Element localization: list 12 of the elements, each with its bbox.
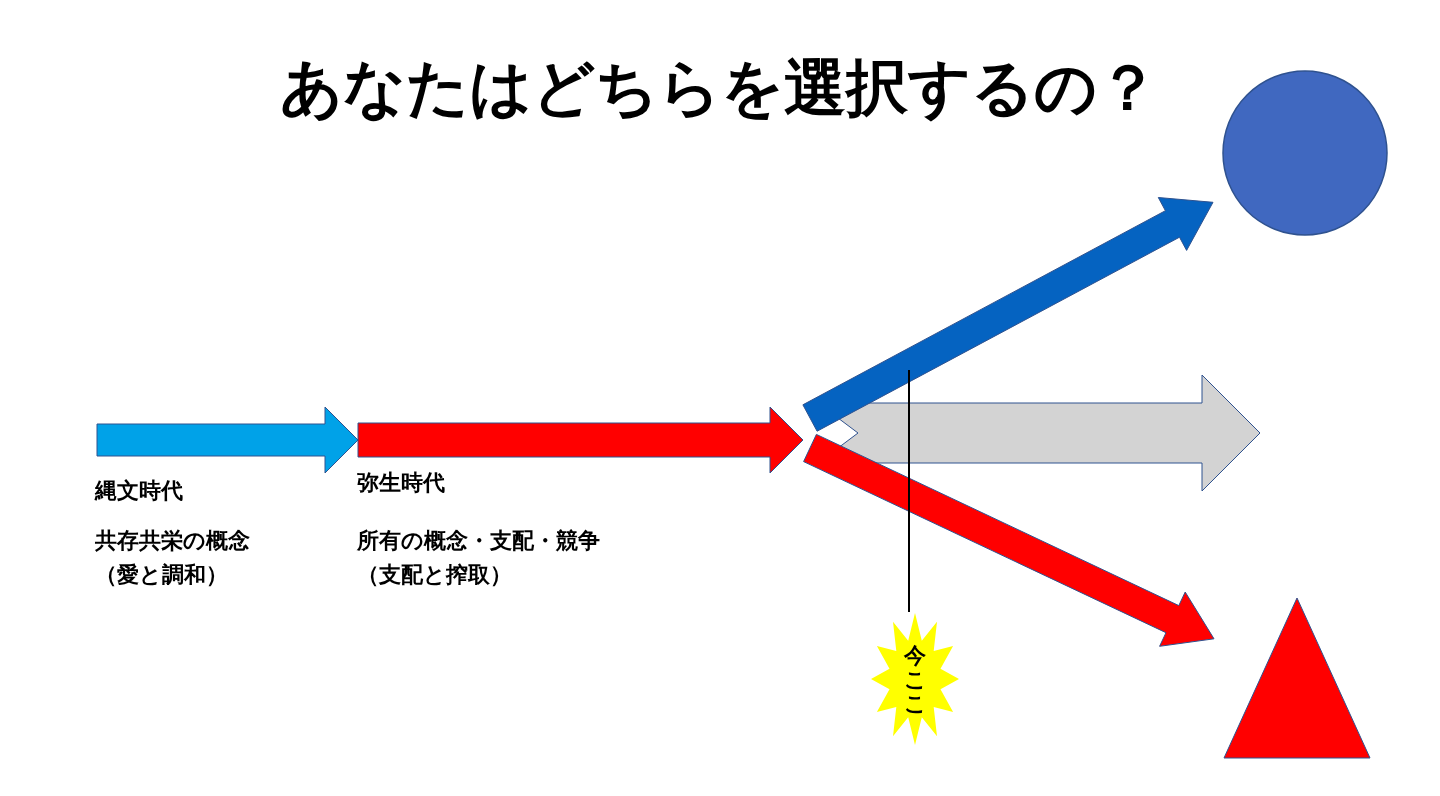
period-label: 弥生時代 <box>357 469 446 497</box>
block-arrow <box>803 433 1215 647</box>
description-text: 共存共栄の概念（愛と調和） <box>95 527 251 589</box>
burst-shape <box>870 612 960 746</box>
block-arrow <box>802 197 1214 432</box>
triangle-shape <box>1222 596 1372 760</box>
description-text: 所有の概念・支配・競争（支配と搾取） <box>357 527 601 589</box>
title: あなたはどちらを選択するの？ <box>280 50 1159 126</box>
period-label: 縄文時代 <box>95 477 184 505</box>
circle-shape <box>1221 69 1389 237</box>
leader-line <box>908 369 910 613</box>
burst-label: 今ここ <box>904 644 926 716</box>
